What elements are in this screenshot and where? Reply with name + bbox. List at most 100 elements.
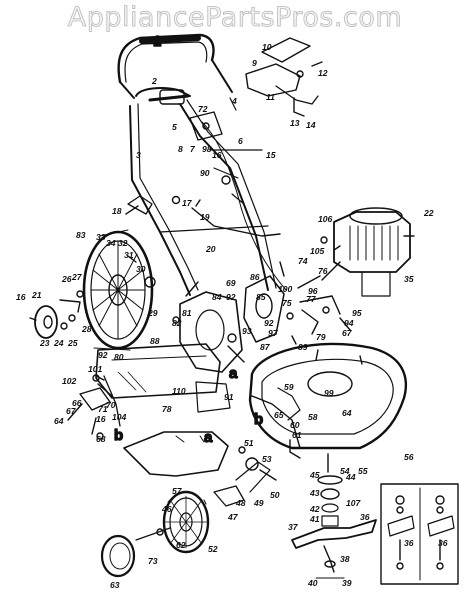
part-label-37: 37 [288, 522, 299, 532]
part-label-75: 75 [282, 298, 292, 308]
part-label-101: 101 [88, 364, 103, 374]
part-label-45: 45 [309, 470, 320, 480]
part-label-77: 77 [306, 294, 317, 304]
part-label-92-right: 92 [264, 318, 274, 328]
part-label-44: 44 [345, 472, 356, 482]
part-label-25: 25 [67, 338, 78, 348]
part-label-27: 27 [71, 272, 83, 282]
part-label-83: 83 [76, 230, 86, 240]
part-label-4: 4 [231, 96, 237, 106]
part-label-21: 21 [31, 290, 42, 300]
part-label-41: 41 [309, 514, 320, 524]
part-label-31: 31 [124, 250, 134, 260]
height-adjuster-left [67, 374, 121, 440]
part-label-55: 55 [358, 466, 368, 476]
part-label-36-box-right: 36 [438, 538, 448, 548]
part-label-56: 56 [404, 452, 414, 462]
part-label-46: 46 [161, 504, 172, 514]
part-label-70: 70 [106, 400, 116, 410]
part-label-104: 104 [112, 412, 127, 422]
part-label-99: 99 [324, 388, 334, 398]
part-label-62: 62 [176, 540, 186, 550]
letter-b-marker-deck: b [254, 411, 263, 428]
part-label-94: 94 [344, 318, 354, 328]
part-label-14: 14 [306, 120, 316, 130]
hub-cap [100, 534, 136, 578]
upper-handle [117, 33, 233, 99]
part-label-64-left: 64 [54, 416, 64, 426]
letter-a-marker-chute: a [204, 429, 213, 446]
part-label-12: 12 [318, 68, 328, 78]
part-label-22: 22 [423, 208, 434, 218]
part-label-72: 72 [198, 104, 208, 114]
part-label-79: 79 [316, 332, 326, 342]
part-label-38: 38 [340, 554, 350, 564]
part-label-18: 18 [112, 206, 122, 216]
part-label-42: 42 [309, 504, 320, 514]
part-label-60: 60 [290, 420, 300, 430]
deflector-detail [245, 37, 323, 117]
part-label-57: 57 [172, 486, 183, 496]
part-label-61: 61 [292, 430, 302, 440]
part-label-3: 3 [136, 150, 141, 160]
rear-axle-hardware [29, 255, 156, 339]
part-label-65: 65 [274, 410, 284, 420]
part-label-35: 35 [404, 274, 414, 284]
part-label-26: 26 [61, 274, 72, 284]
part-label-51: 51 [244, 438, 254, 448]
part-label-53: 53 [262, 454, 272, 464]
front-wheel [162, 490, 210, 554]
part-number-labels: 2 3 4 5 6 7 8 9 10 11 12 13 14 15 16 17 … [16, 42, 448, 590]
part-label-58: 58 [308, 412, 318, 422]
part-label-81: 81 [182, 308, 192, 318]
engine [320, 207, 415, 297]
part-label-16-left: 16 [96, 414, 106, 424]
part-label-87: 87 [260, 342, 271, 352]
part-label-63: 63 [110, 580, 120, 590]
drive-housing [172, 281, 245, 413]
part-label-33: 33 [96, 232, 106, 242]
lever-part [125, 195, 181, 215]
part-label-74: 74 [298, 256, 308, 266]
rear-door [95, 343, 221, 399]
part-label-91: 91 [224, 392, 234, 402]
part-label-19: 19 [200, 212, 210, 222]
letter-a-marker-deck: a [229, 365, 238, 382]
part-label-50: 50 [270, 490, 280, 500]
part-label-43: 43 [309, 488, 320, 498]
handle-number-1-marker: 1 [153, 33, 161, 50]
right-bracket-parts [243, 261, 351, 345]
part-label-17: 17 [182, 198, 193, 208]
part-label-28: 28 [81, 324, 92, 334]
part-label-15: 15 [266, 150, 276, 160]
part-label-68: 68 [96, 434, 106, 444]
part-label-67-right: 67 [342, 328, 353, 338]
part-label-8: 8 [178, 144, 183, 154]
part-label-54: 54 [340, 466, 350, 476]
part-label-80: 80 [114, 352, 124, 362]
front-height-adjuster [213, 446, 277, 507]
inset-detail-box [380, 483, 459, 585]
watermark: AppliancePartsPros.com [67, 2, 403, 34]
part-label-9: 9 [252, 58, 257, 68]
part-label-85: 85 [256, 292, 266, 302]
part-label-67-left: 67 [66, 406, 77, 416]
rear-wheel [82, 229, 154, 351]
part-label-78: 78 [162, 404, 172, 414]
lower-handle-frame [129, 87, 277, 296]
part-label-32: 32 [118, 238, 128, 248]
part-label-48: 48 [235, 498, 246, 508]
part-label-47: 47 [227, 512, 239, 522]
part-label-93: 93 [242, 326, 252, 336]
part-label-49: 49 [253, 498, 264, 508]
part-label-64-right: 64 [342, 408, 352, 418]
part-label-59: 59 [284, 382, 294, 392]
part-label-52: 52 [208, 544, 218, 554]
letter-b-marker-adjuster: b [114, 427, 123, 444]
part-label-5: 5 [172, 122, 177, 132]
part-label-40: 40 [307, 578, 318, 588]
blade-assembly [291, 453, 377, 579]
part-label-82: 82 [172, 318, 182, 328]
